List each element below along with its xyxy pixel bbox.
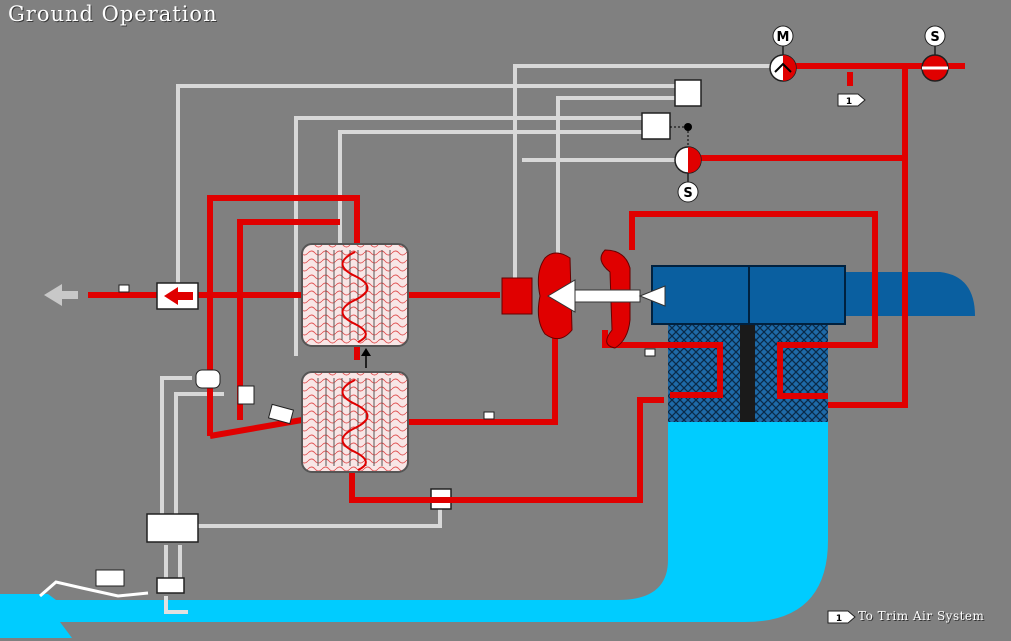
hot-air-lines [88,63,965,503]
sensor-label: S [683,186,692,201]
motor-valve [769,25,797,82]
note-tag-label: 1 [846,97,852,107]
air-cycle-machine [501,249,666,349]
exhaust-arrow-icon [44,284,78,306]
legend-text: To Trim Air System [858,609,985,623]
motor-label: M [777,30,790,45]
shutoff-valve-top [921,25,949,82]
main-heat-exchanger [301,371,409,473]
primary-heat-exchanger [301,243,409,347]
sensor-valve [674,146,702,203]
drain-line [39,580,149,598]
note-tag [837,93,866,107]
ram-air-duct [0,272,975,638]
flow-arrow-icon [164,287,193,305]
sensors [118,284,656,425]
fan-shaft [740,320,755,422]
diagram-title: Ground Operation [8,2,218,26]
shutoff-label: S [930,30,939,45]
water-separator [95,569,125,587]
legend-tag-label: 1 [836,614,842,624]
legend-tag [827,610,856,624]
grey-valves [146,79,702,594]
